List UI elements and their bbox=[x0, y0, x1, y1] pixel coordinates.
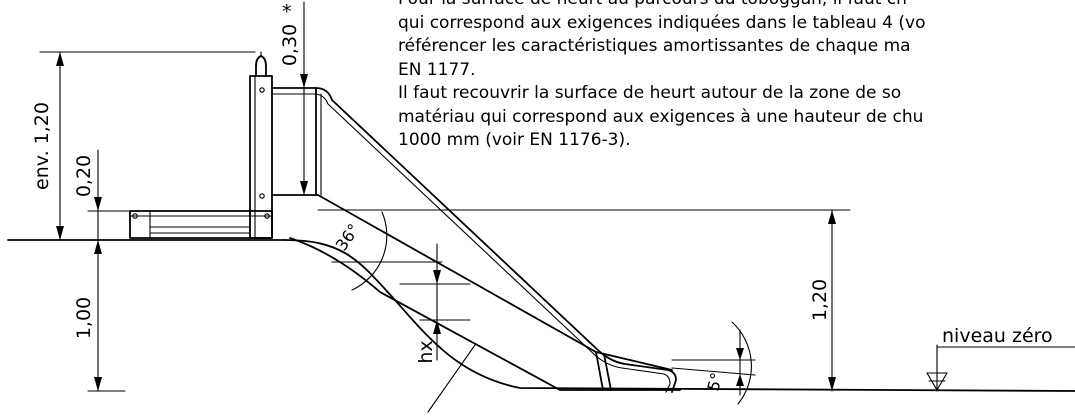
arrow-clearance-top bbox=[300, 74, 308, 88]
leader-line bbox=[427, 344, 476, 413]
slide-bed-top bbox=[271, 194, 673, 371]
slide-handrail bbox=[271, 87, 677, 393]
post-bolt-top bbox=[259, 87, 265, 93]
note-line-1: Pour la surface de heurt au parcours du … bbox=[398, 0, 1075, 12]
hx-arrow-top bbox=[433, 270, 441, 284]
terrain bbox=[7, 239, 1075, 392]
dim-env-label: env. 1,20 bbox=[31, 102, 53, 190]
slide-handrail-inner bbox=[271, 93, 671, 393]
arrow-slide-top bbox=[828, 210, 836, 224]
note-text: Pour la surface de heurt au parcours du … bbox=[398, 0, 1075, 153]
hx-label: hx bbox=[415, 340, 437, 363]
left-dimensions: env. 1,20 0,20 1,00 bbox=[31, 51, 256, 392]
zero-level-label: niveau zéro bbox=[942, 325, 1053, 347]
dim-clearance-label: 0,30 bbox=[279, 24, 301, 66]
arrow-mound-bottom bbox=[94, 377, 102, 391]
hx-dimension: hx bbox=[399, 243, 476, 413]
angle-top-arc bbox=[351, 211, 388, 291]
arrow-clearance-bottom bbox=[300, 181, 308, 195]
angle-bottom-label: 5° bbox=[704, 371, 727, 393]
dim-mound-label: 1,00 bbox=[73, 297, 95, 339]
angle-bottom-slope bbox=[671, 367, 756, 376]
zero-level-marker: niveau zéro bbox=[926, 325, 1075, 392]
angle-bottom-arrow-2 bbox=[736, 374, 744, 386]
dim-slide-height-label: 1,20 bbox=[809, 279, 831, 321]
slide bbox=[271, 87, 681, 393]
hx-arrow-bottom bbox=[433, 320, 441, 334]
note-line-3: référencer les caractéristiques amortiss… bbox=[398, 36, 911, 56]
note-line-6: matériau qui correspond aux exigences à … bbox=[398, 106, 924, 127]
bolt-1 bbox=[132, 213, 138, 219]
post-bolt-bottom bbox=[259, 193, 265, 199]
arrow-slide-bottom bbox=[828, 377, 836, 391]
note-line-5: Il faut recouvrir la surface de heurt au… bbox=[398, 83, 902, 103]
dim-rail-label: 0,20 bbox=[73, 155, 95, 197]
angle-bottom-arc bbox=[731, 321, 752, 405]
platform bbox=[129, 51, 273, 239]
angle-top: 36° bbox=[331, 211, 443, 291]
bolt-2 bbox=[264, 213, 270, 219]
arrow-env-top bbox=[56, 52, 64, 66]
exit-edge-1 bbox=[595, 351, 604, 391]
angle-bottom: 5° bbox=[671, 321, 756, 405]
arrow-env-bottom bbox=[56, 226, 64, 240]
dim-clearance-mark: * bbox=[282, 1, 292, 23]
post-cap bbox=[255, 55, 267, 77]
top-clearance: 0,30 * bbox=[279, 1, 308, 196]
angle-bottom-arrow-1 bbox=[736, 348, 744, 360]
note-line-4: EN 1177. bbox=[398, 59, 476, 80]
slide-height-dimension: 1,20 bbox=[317, 209, 851, 392]
platform-post bbox=[249, 75, 273, 239]
exit-edge-2 bbox=[603, 353, 612, 391]
slide-bed-bottom bbox=[289, 237, 681, 391]
arrow-rail-top bbox=[94, 197, 102, 211]
arrow-rail-bottom bbox=[94, 240, 102, 254]
note-line-2: qui correspond aux exigences indiquées d… bbox=[398, 12, 926, 33]
note-line-7: 1000 mm (voir EN 1176-3). bbox=[398, 130, 631, 150]
